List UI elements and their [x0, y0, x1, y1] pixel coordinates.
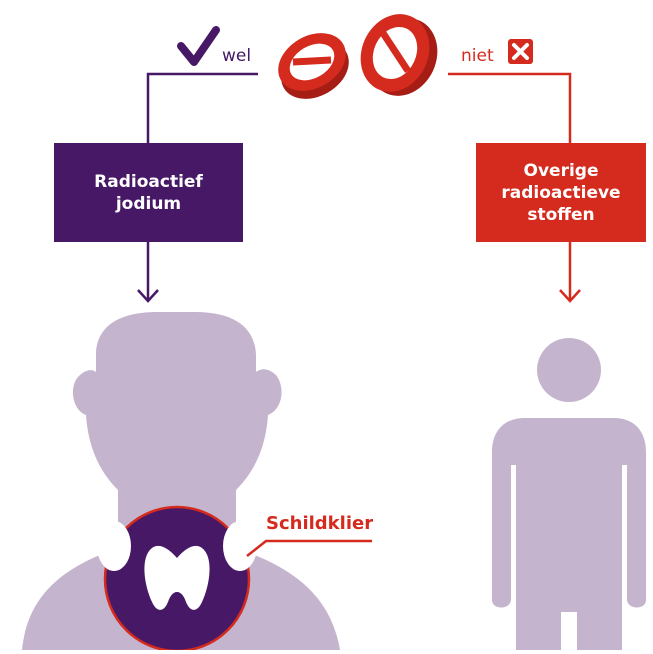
radioactief-jodium-box: Radioactief jodium — [54, 143, 243, 242]
person-head-icon — [22, 312, 340, 650]
overige-stoffen-box: Overige radioactieve stoffen — [476, 143, 646, 242]
cross-icon — [508, 39, 533, 64]
schildklier-label: Schildklier — [266, 513, 374, 534]
left-connector-line — [146, 72, 258, 143]
schildklier-pointer — [246, 539, 372, 557]
overige-stoffen-label: Overige radioactieve stoffen — [501, 160, 621, 225]
arrow-down-icon — [137, 289, 159, 303]
niet-label: niet — [461, 46, 494, 66]
person-body-icon — [492, 338, 646, 650]
pill-icon — [360, 14, 438, 96]
right-connector-line — [448, 72, 572, 143]
pill-icon — [278, 33, 349, 99]
thyroid-badge — [97, 505, 257, 653]
wel-label: wel — [222, 46, 252, 66]
check-icon — [177, 26, 220, 66]
arrow-down-icon — [559, 289, 581, 303]
radioactief-jodium-label: Radioactief jodium — [94, 171, 203, 214]
thyroid-icon — [144, 545, 210, 610]
